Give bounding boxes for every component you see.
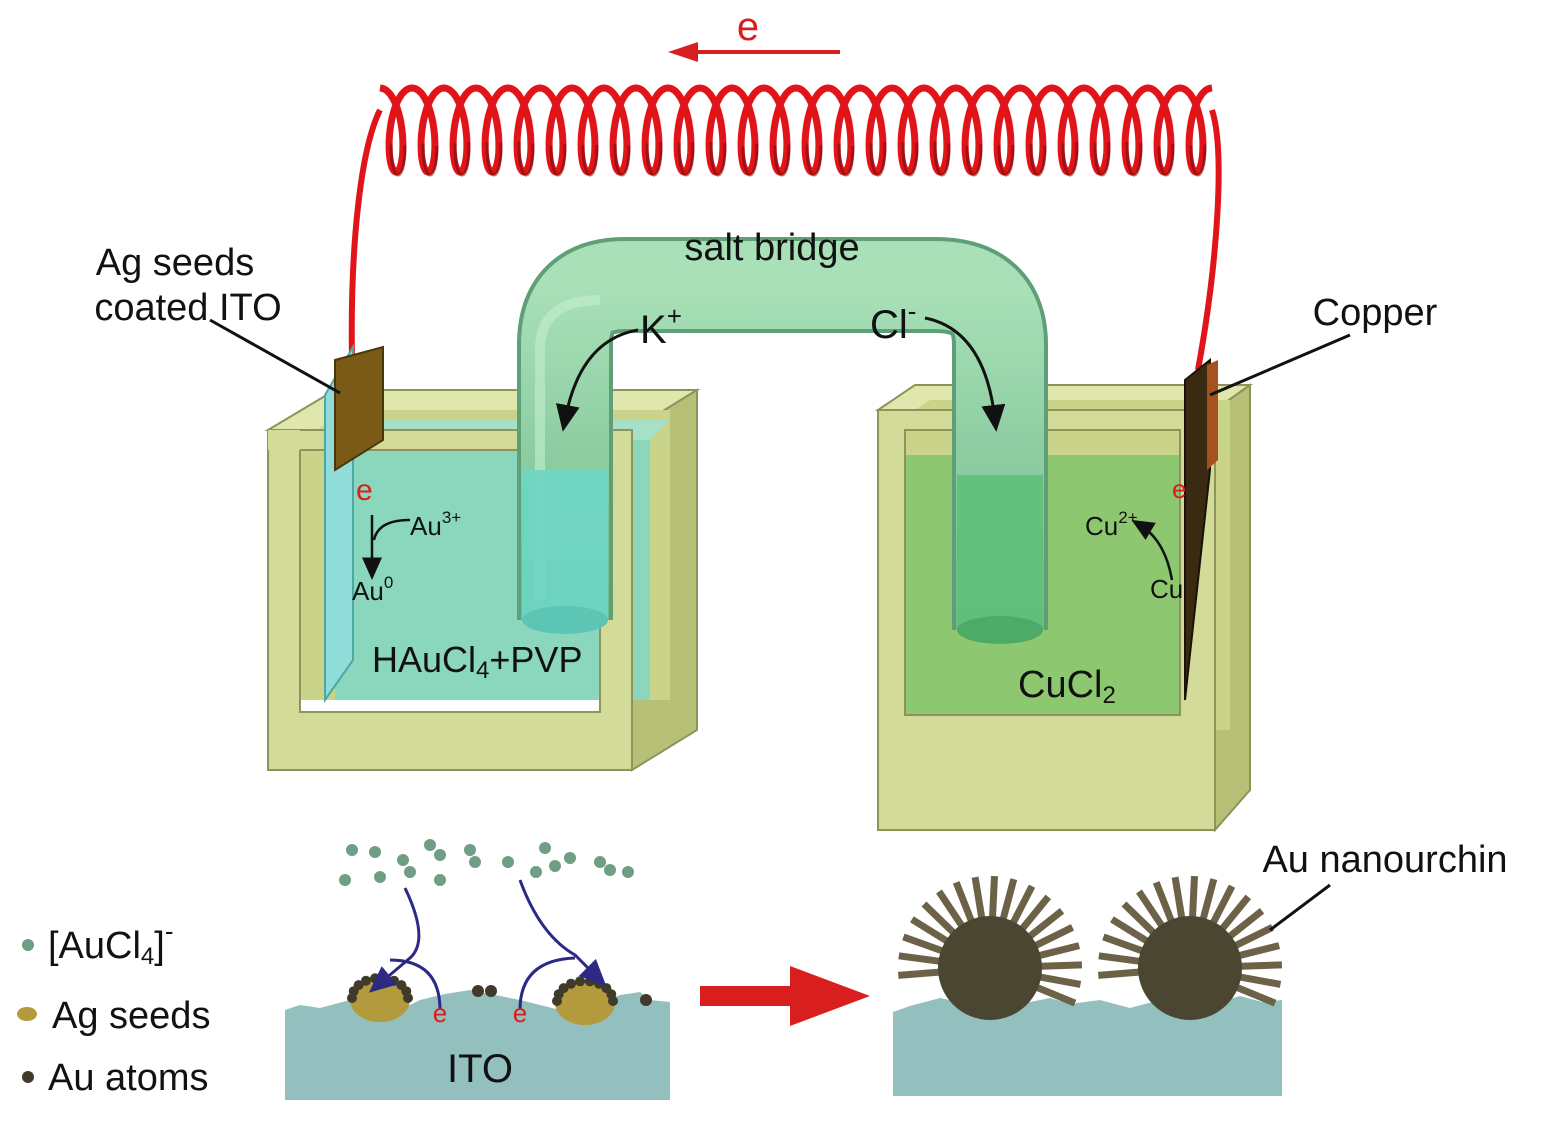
reduction-arrow-left (368, 887, 421, 993)
au-atom (575, 976, 586, 987)
aucl4-ion (404, 866, 416, 878)
au-atom (353, 980, 364, 991)
copper-electrode (1184, 357, 1211, 701)
aucl4-ion (469, 856, 481, 868)
ito-substrate-right (893, 996, 1282, 1096)
left-solution-label: HAuCl4+PVP (372, 639, 582, 684)
svg-text:[AuCl4]-: [AuCl4]- (48, 916, 174, 970)
au3-ion-label: Au3+ (410, 508, 461, 541)
electron-path-right (518, 956, 576, 1011)
right-beaker (874, 357, 1254, 833)
au-atom (566, 978, 576, 989)
anion-label: Cl- (870, 296, 916, 347)
nanourchin-label: Au nanourchin (1262, 839, 1507, 881)
aucl4-ion (346, 844, 358, 856)
au-atom (370, 973, 381, 984)
reduction-arrow-right (518, 879, 607, 987)
aucl4-ion (604, 864, 616, 876)
aucl4-ion (622, 866, 634, 878)
bottom-electron-left: e (433, 998, 447, 1028)
copper-label: Copper (1313, 292, 1438, 334)
cu-metal-label: Cu (1150, 574, 1183, 604)
bottom-electron-right: e (513, 998, 527, 1028)
electron-path-left (389, 958, 442, 1011)
aucl4-ion (374, 871, 386, 883)
svg-text:Ag seeds: Ag seeds (52, 995, 210, 1037)
aucl4-ion (397, 854, 409, 866)
aucl4-ion (424, 839, 436, 851)
salt-bridge-label: salt bridge (684, 227, 859, 269)
au-atom (403, 993, 413, 1003)
aucl4-ion (434, 874, 446, 886)
ag-seed-layer (334, 345, 384, 472)
nanourchin-leader-line (1269, 883, 1331, 932)
au-nanourchin-right (1098, 875, 1283, 1020)
aucl4-ion-cloud (339, 839, 634, 886)
aucl4-ion (564, 852, 576, 864)
aucl4-ion (369, 846, 381, 858)
aucl4-ion (434, 849, 446, 861)
aucl4-ion (530, 866, 542, 878)
aucl4-ion (502, 856, 514, 868)
legend-item-ag-seeds: Ag seeds (17, 995, 210, 1037)
ag-ito-label-line1: Ag seeds (96, 242, 254, 284)
ito-label: ITO (447, 1047, 513, 1091)
svg-text:Au atoms: Au atoms (48, 1057, 209, 1099)
au-atom (361, 975, 371, 986)
aucl4-ion (594, 856, 606, 868)
au0-label: Au0 (352, 573, 393, 606)
au-atom (558, 983, 569, 994)
au-atom (608, 996, 618, 1006)
aucl4-ion (464, 844, 476, 856)
right-solution-label: CuCl2 (1018, 664, 1116, 709)
salt-bridge (517, 237, 1048, 644)
wire-coil (348, 84, 1222, 371)
legend-item-aucl4: [AuCl4]- (22, 916, 174, 970)
wire-right-lead (1195, 109, 1222, 371)
legend-item-au-atoms: Au atoms (22, 1057, 209, 1099)
au-nanourchin-left (898, 875, 1083, 1020)
left-beaker (264, 343, 701, 772)
process-arrow (700, 966, 870, 1026)
au-atom (584, 976, 595, 987)
aucl4-ion (549, 860, 561, 872)
ag-ito-label-line2: coated ITO (94, 287, 281, 329)
aucl4-ion (339, 874, 351, 886)
copper-leader-line (1209, 333, 1351, 397)
cation-label: K+ (640, 301, 682, 352)
left-electron-label: e (356, 474, 373, 507)
aucl4-ion (539, 842, 551, 854)
electron-flow-arrow: e (668, 5, 840, 62)
legend: [AuCl4]- Ag seeds Au atoms (17, 916, 210, 1099)
electron-label: e (737, 5, 759, 49)
right-electron-label: e (1172, 474, 1186, 504)
ag-ito-leader-line (209, 318, 341, 395)
wire-left-lead (348, 108, 383, 361)
